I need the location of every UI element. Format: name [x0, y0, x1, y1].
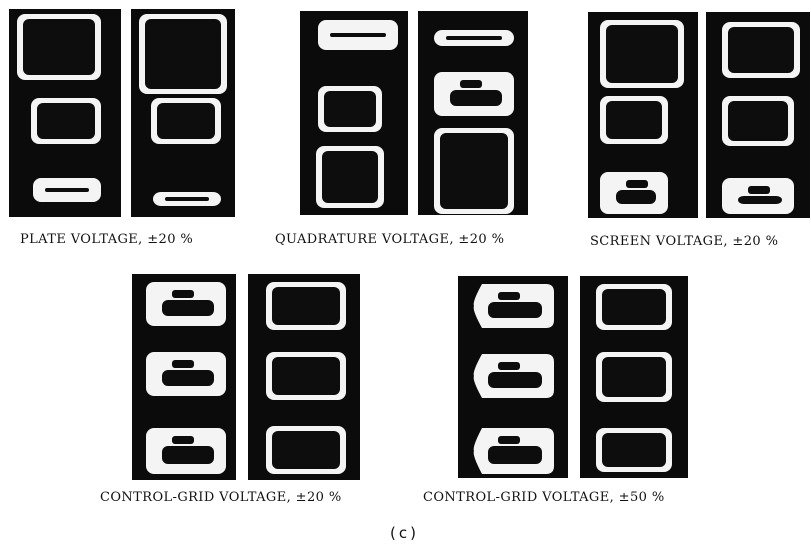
- trace-fill: [23, 19, 95, 75]
- trace-pulse: [172, 436, 194, 444]
- trace-fill: [157, 103, 215, 139]
- trace-fill: [602, 357, 666, 397]
- trace-fill: [728, 101, 788, 141]
- trace-pulse: [626, 180, 648, 188]
- trace-line: [165, 197, 209, 201]
- trace-fill: [162, 300, 214, 316]
- trace-pulse: [172, 360, 194, 368]
- trace-fill: [738, 196, 782, 204]
- trace-fill: [162, 446, 214, 464]
- trace-fill: [145, 19, 221, 89]
- caption-plate-voltage: PLATE VOLTAGE, ±20 %: [20, 232, 194, 247]
- trace-fill: [488, 446, 542, 464]
- trace-fill: [272, 287, 340, 325]
- panel-label: (c): [390, 524, 419, 542]
- trace-fill: [324, 91, 376, 127]
- trace-fill: [488, 372, 542, 388]
- trace-fill: [37, 103, 95, 139]
- trace-fill: [450, 90, 502, 106]
- trace-fill: [606, 101, 662, 139]
- trace-fill: [602, 289, 666, 325]
- trace-pulse: [498, 436, 520, 444]
- trace-pulse: [498, 362, 520, 370]
- trace-fill: [162, 370, 214, 386]
- trace-fill: [602, 433, 666, 467]
- caption-quadrature-voltage: QUADRATURE VOLTAGE, ±20 %: [275, 232, 505, 247]
- trace-fill: [616, 190, 656, 204]
- trace-fill: [606, 25, 678, 83]
- trace-pulse: [172, 290, 194, 298]
- trace-fill: [440, 133, 508, 209]
- trace-pulse: [460, 80, 482, 88]
- caption-control-grid-50: CONTROL-GRID VOLTAGE, ±50 %: [423, 490, 665, 505]
- trace-line: [446, 36, 502, 40]
- caption-screen-voltage: SCREEN VOLTAGE, ±20 %: [590, 234, 779, 249]
- trace-fill: [488, 302, 542, 318]
- trace-fill: [728, 27, 794, 73]
- trace-line: [45, 188, 89, 192]
- trace-pulse: [498, 292, 520, 300]
- trace-fill: [272, 357, 340, 395]
- trace-pulse: [748, 186, 770, 194]
- trace-line: [330, 33, 386, 37]
- caption-control-grid-20: CONTROL-GRID VOLTAGE, ±20 %: [100, 490, 342, 505]
- trace-fill: [322, 151, 378, 203]
- trace-fill: [272, 431, 340, 469]
